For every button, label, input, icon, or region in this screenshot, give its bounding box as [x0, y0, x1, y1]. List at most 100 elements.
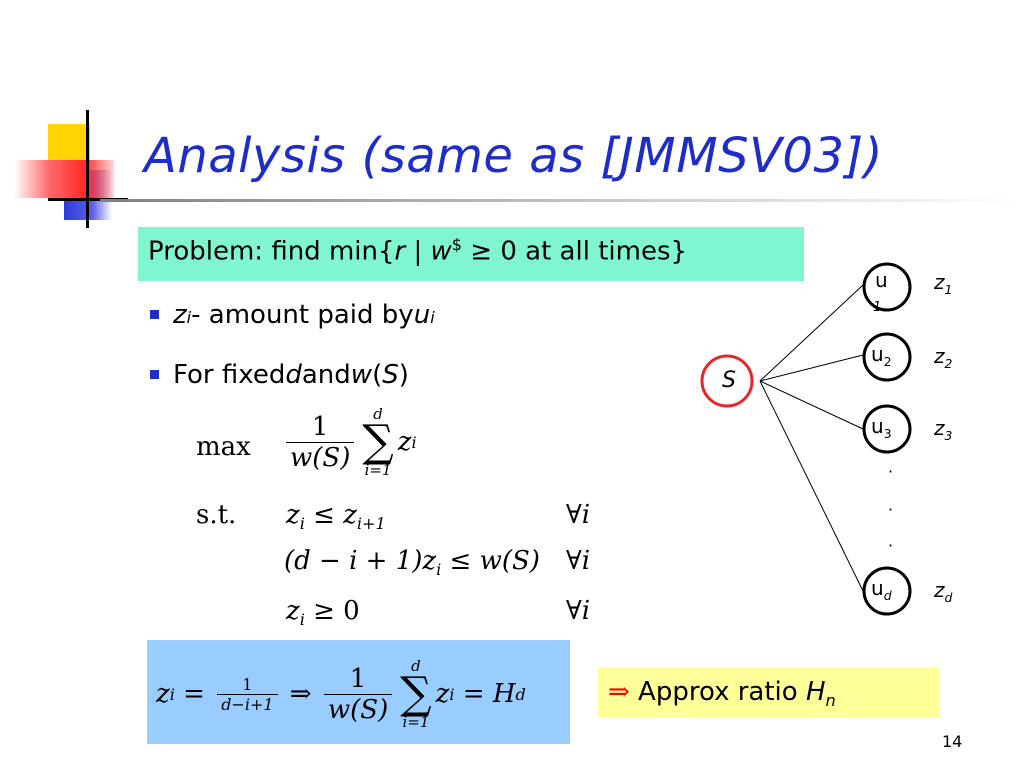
forall-symbol: ∀	[566, 546, 582, 576]
approx-H: H	[805, 677, 826, 707]
node-ud	[862, 566, 912, 616]
c2-z: z	[422, 546, 437, 576]
result-sum-bottom: i=1	[402, 713, 430, 731]
result-fraction: 1 w(S)	[323, 664, 393, 725]
edge-s-u3	[759, 380, 864, 430]
lp-obj-var: z	[397, 427, 412, 457]
node-ud-label: ud	[871, 578, 892, 602]
lp-frac-den: w(S)	[286, 441, 355, 473]
c1-rel: ≤	[304, 500, 344, 530]
node-u1	[862, 262, 912, 312]
c1-rhs: z	[343, 500, 357, 530]
result-H-sub: d	[515, 684, 526, 704]
bullet1-sub2: i	[430, 308, 435, 327]
node-u1-label: u	[875, 270, 888, 290]
z3-var: z	[934, 416, 945, 440]
u3-name: u	[871, 414, 884, 438]
u2-name: u	[871, 342, 884, 366]
source-node-label: S	[722, 368, 736, 393]
problem-var-r: r	[394, 236, 406, 267]
logo-red-bar	[14, 160, 114, 198]
bullet1-var2: u	[413, 300, 431, 330]
bullet2-S: S	[382, 360, 399, 390]
result-implies: ⇒	[281, 679, 320, 709]
zd-label: zd	[934, 580, 952, 604]
result-var: z	[435, 679, 450, 709]
result-box	[147, 640, 570, 744]
page-number: 14	[942, 732, 963, 751]
c3-rel: ≥ 0	[304, 596, 360, 626]
result-small-den: d−i+1	[217, 693, 278, 714]
result-sum-top: d	[411, 657, 421, 675]
forall-var: i	[581, 546, 591, 576]
result-small-num: 1	[242, 674, 253, 694]
result-small-fraction: 1 d−i+1	[217, 674, 278, 714]
approx-ratio-box: ⇒ Approx ratio Hn	[598, 667, 939, 717]
bullet2-text1: For fixed	[173, 360, 286, 390]
c2-forall: ∀i	[566, 546, 590, 576]
bullet2-close: )	[398, 360, 409, 390]
ellipsis-dot-3: ·	[888, 536, 894, 555]
approx-text: Approx ratio	[629, 677, 806, 707]
lp-obj-sub: i	[411, 432, 417, 452]
node-u3	[862, 404, 912, 454]
source-node	[700, 354, 754, 408]
c1-rhs-sub: i+1	[356, 514, 386, 534]
z3-label: z3	[934, 418, 952, 442]
u3-sub: 3	[883, 426, 892, 441]
forall-var: i	[581, 500, 591, 530]
forall-symbol: ∀	[566, 500, 582, 530]
lp-sum-bottom: i=1	[364, 461, 392, 479]
result-eq: =	[174, 679, 214, 709]
lp-max-label: max	[196, 432, 251, 462]
edge-s-u2	[759, 354, 864, 382]
c1-forall: ∀i	[566, 500, 590, 530]
bullet1-sub: i	[186, 308, 192, 327]
result-var-sub: i	[449, 684, 455, 704]
u1-name: u	[875, 268, 888, 292]
bullet-square-icon	[150, 310, 159, 319]
result-H: H	[492, 679, 516, 709]
ellipsis-dot-2: ·	[888, 500, 894, 519]
title-underline	[100, 199, 1024, 202]
result-eq2: =	[454, 679, 493, 709]
logo-vertical-line	[86, 110, 89, 228]
lp-sum: d ∑ i=1	[362, 406, 393, 478]
bullet-square-icon	[150, 370, 159, 379]
bullet1-text: - amount paid by	[191, 300, 414, 330]
zd-sub: d	[944, 590, 953, 605]
result-sum-symbol: ∑	[400, 668, 432, 719]
c3-forall: ∀i	[566, 596, 590, 626]
bullet2-and: and	[301, 360, 351, 390]
forall-var: i	[581, 596, 591, 626]
node-u1-sub: 1	[873, 300, 882, 315]
lp-constraint-1: zi ≤ zi+1	[286, 500, 386, 533]
lp-constraint-3: zi ≥ 0	[286, 596, 360, 629]
zd-var: z	[934, 578, 945, 602]
problem-sup-dollar: $	[451, 235, 463, 254]
lp-objective-fraction: 1 w(S)	[286, 412, 355, 473]
implies-arrow-icon: ⇒	[608, 677, 630, 707]
lp-sum-top: d	[373, 405, 383, 423]
result-frac-den: w(S)	[323, 693, 393, 725]
c2-rel: ≤ w(S)	[441, 546, 540, 576]
c2-lhs: (d − i + 1)	[284, 546, 423, 576]
problem-statement: Problem: find min{r | w$ ≥ 0 at all time…	[138, 227, 804, 281]
problem-bar: |	[405, 236, 431, 267]
edge-s-ud	[759, 380, 864, 592]
lp-st-label: s.t.	[196, 500, 237, 530]
bullet2-d: d	[285, 360, 302, 390]
node-u2-label: u2	[871, 344, 892, 368]
lp-sum-symbol: ∑	[362, 416, 394, 467]
c1-lhs-sub: i	[299, 514, 305, 534]
cost-sharing-tree-diagram	[700, 262, 912, 616]
bullet2-open: (	[372, 360, 383, 390]
z1-label: z1	[934, 272, 952, 296]
forall-symbol: ∀	[566, 596, 582, 626]
z2-label: z2	[934, 346, 952, 370]
problem-prefix: Problem: find min{	[148, 236, 395, 267]
ellipsis-dot-1: ·	[888, 462, 894, 481]
z1-sub: 1	[944, 282, 953, 297]
